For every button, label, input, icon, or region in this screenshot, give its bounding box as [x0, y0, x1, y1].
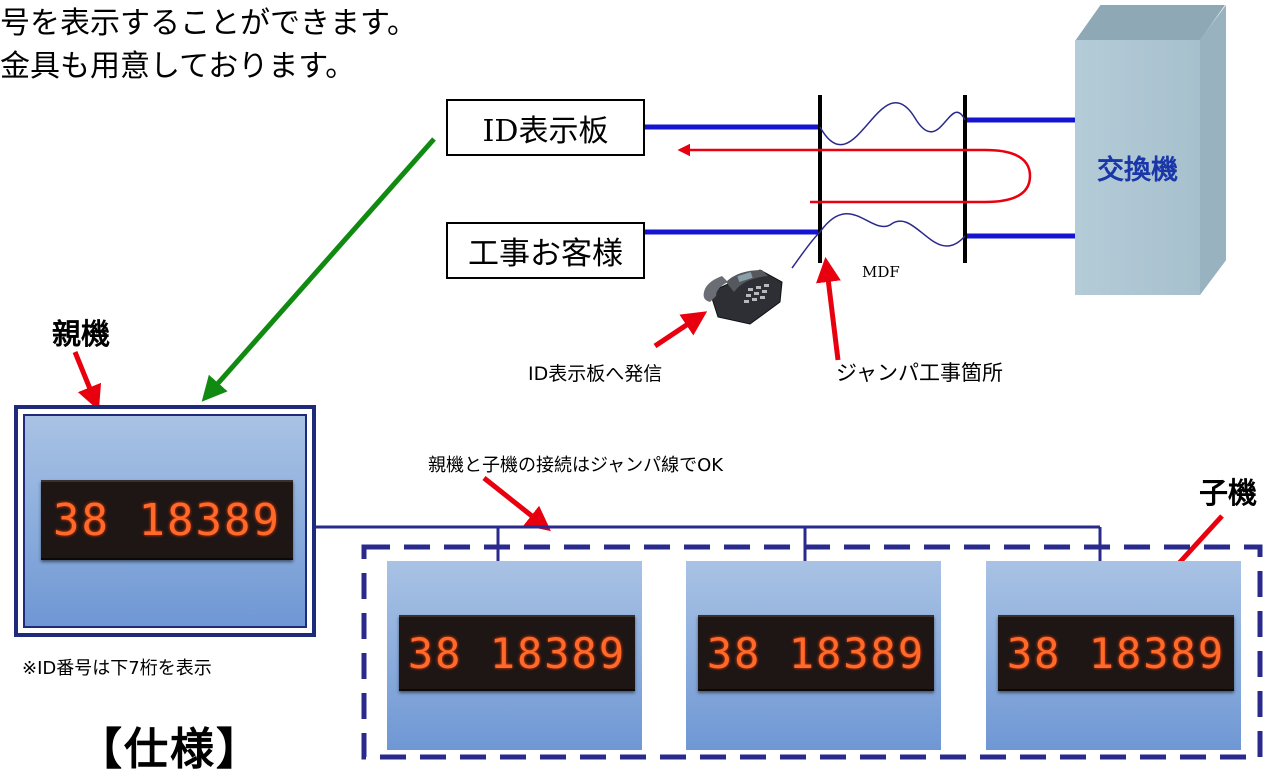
exchange-block-side	[1200, 5, 1226, 295]
child-led-panel: 38 18389	[399, 615, 635, 691]
exchange-block-top	[1075, 5, 1225, 41]
jumper-wave-top	[819, 102, 966, 146]
parent-label: 親機	[52, 317, 111, 351]
idboard-to-parent-arrow	[201, 137, 436, 402]
parent-unit-photo: 38 18389	[23, 414, 307, 628]
telephone-icon	[703, 269, 783, 325]
id-note: ※ID番号は下7桁を表示	[22, 658, 212, 679]
child-led-panel: 38 18389	[998, 615, 1234, 691]
id-board-label: ID表示板	[482, 113, 609, 149]
intro-text-line-2: 金具も用意しております。	[0, 49, 356, 84]
exchange-label: 交換機	[1097, 155, 1178, 186]
jumper-site-arrow	[816, 257, 841, 361]
phone-wire	[791, 231, 821, 269]
child-led-digits: 38 18389	[1006, 628, 1226, 678]
child-units-dashed-frame	[361, 544, 1263, 760]
child-unit-photo: 38 18389	[986, 561, 1241, 750]
child-led-digits: 38 18389	[706, 628, 926, 678]
customer-box: 工事お客様	[446, 222, 645, 279]
call-arrow	[653, 311, 708, 349]
connection-note-arrow	[482, 476, 551, 532]
jumper-site-label: ジャンパ工事箇所	[836, 361, 1003, 385]
connection-note: 親機と子機の接続はジャンパ線でOK	[428, 455, 724, 476]
signal-loop-path	[677, 143, 1032, 204]
child-unit-photo: 38 18389	[387, 561, 642, 750]
jumper-wave-bottom	[819, 212, 966, 247]
customer-label: 工事お客様	[468, 236, 623, 272]
exchange-block: 交換機	[1075, 40, 1200, 295]
intro-text-line-1: 号を表示することができます。	[0, 6, 417, 41]
call-label: ID表示板へ発信	[528, 363, 663, 385]
child-label: 子機	[1199, 476, 1258, 510]
child-unit-photo: 38 18389	[686, 561, 941, 750]
id-board-box: ID表示板	[446, 99, 645, 156]
parent-arrow	[72, 351, 102, 411]
parent-led-digits: 38 18389	[53, 494, 281, 546]
parent-led-panel: 38 18389	[41, 480, 293, 560]
spec-heading: 【仕様】	[78, 724, 262, 775]
child-led-digits: 38 18389	[407, 628, 627, 678]
parent-unit-frame: 38 18389	[14, 405, 316, 637]
mdf-label: MDF	[862, 263, 900, 281]
child-led-panel: 38 18389	[698, 615, 934, 691]
